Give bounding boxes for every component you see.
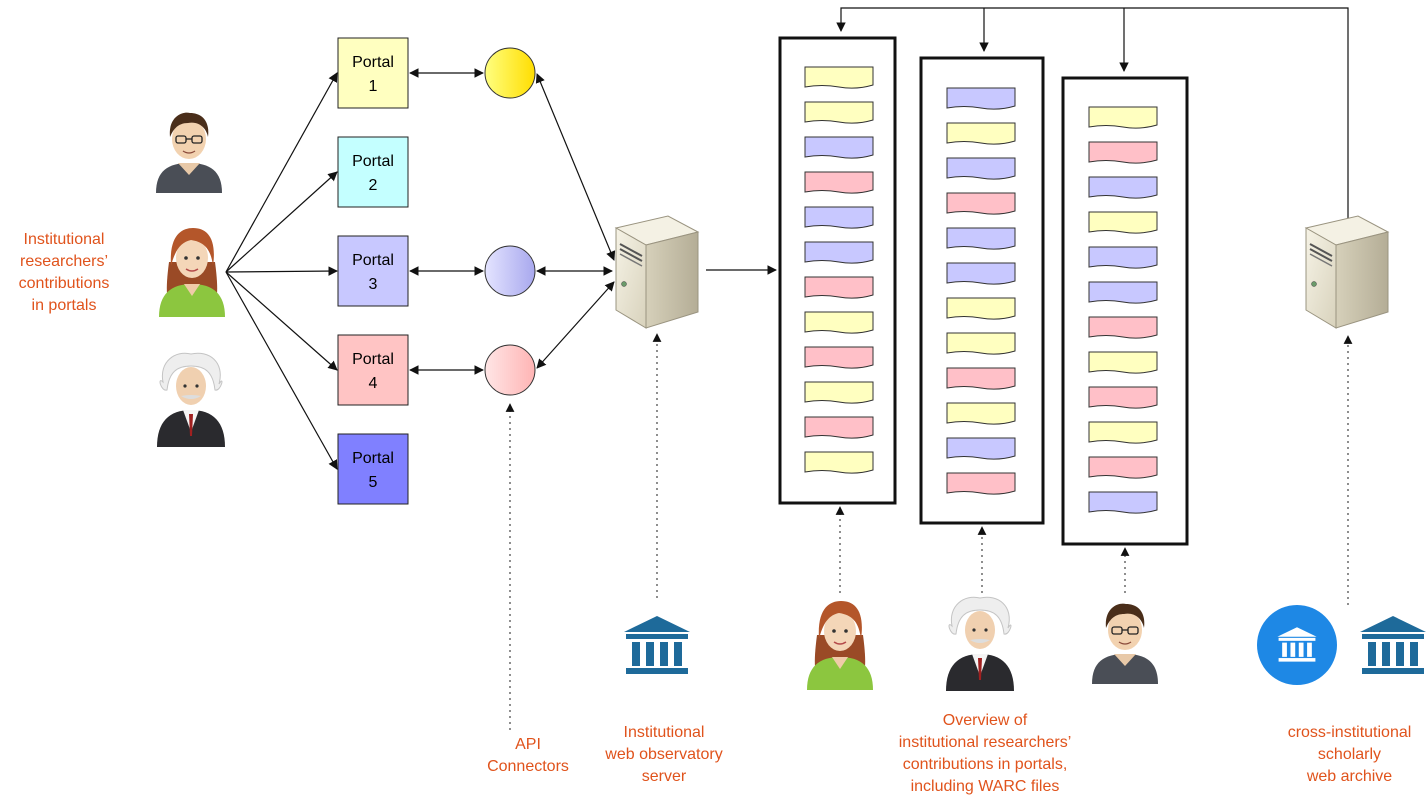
api-connector-3	[484, 245, 536, 297]
portal-2: Portal 2	[337, 136, 409, 208]
warc-record	[804, 381, 874, 404]
svg-text:Portal: Portal	[352, 351, 394, 368]
server-icon	[615, 215, 699, 329]
warc-record	[804, 346, 874, 369]
warc-record	[804, 206, 874, 229]
warc-record	[1088, 106, 1158, 129]
person-icon	[155, 111, 223, 194]
warc-record	[804, 241, 874, 264]
portal-4: Portal 4	[337, 334, 409, 406]
person-icon	[1091, 602, 1159, 685]
warc-record	[946, 87, 1016, 110]
warc-record	[1088, 491, 1158, 514]
portal-1: Portal 1	[337, 37, 409, 109]
warc-record	[946, 332, 1016, 355]
server-icon	[1305, 215, 1389, 329]
warc-record	[1088, 281, 1158, 304]
warc-record	[804, 451, 874, 474]
person-icon	[156, 352, 226, 448]
warc-record	[1088, 351, 1158, 374]
warc-record	[804, 311, 874, 334]
warc-record	[1088, 316, 1158, 339]
person-icon	[158, 227, 226, 318]
warc-record	[1088, 386, 1158, 409]
svg-text:2: 2	[369, 177, 378, 194]
svg-text:Portal: Portal	[352, 450, 394, 467]
warc-record	[1088, 456, 1158, 479]
distribution-arrows	[836, 7, 1353, 231]
warc-record	[946, 122, 1016, 145]
warc-record	[804, 136, 874, 159]
warc-record	[946, 437, 1016, 460]
warc-record	[804, 101, 874, 124]
warc-record	[1088, 176, 1158, 199]
portal-connector-arrows	[409, 68, 484, 375]
warc-record	[946, 262, 1016, 285]
warc-record	[946, 402, 1016, 425]
portal-5: Portal 5	[337, 433, 409, 505]
svg-text:Portal: Portal	[352, 54, 394, 71]
archive-label: cross-institutional scholarly web archiv…	[1287, 724, 1412, 785]
overview-label: Overview of institutional researchers’ c…	[898, 712, 1072, 795]
pointer-arrows	[505, 333, 1353, 730]
svg-text:Portal: Portal	[352, 153, 394, 170]
warc-record	[946, 227, 1016, 250]
researchers-label: Institutional researchers’ contributions…	[18, 231, 110, 314]
svg-text:1: 1	[369, 78, 378, 95]
warc-record	[946, 192, 1016, 215]
warc-record	[804, 276, 874, 299]
server-label: Institutional web observatory server	[605, 724, 723, 785]
connector-server-arrows	[535, 73, 616, 369]
svg-text:5: 5	[369, 474, 378, 491]
api-connectors-label: API Connectors	[487, 736, 569, 775]
portal-3: Portal 3	[337, 235, 409, 307]
warc-record	[946, 157, 1016, 180]
institution-icon	[1360, 616, 1426, 674]
warc-record	[1088, 211, 1158, 234]
warc-record	[804, 171, 874, 194]
api-connector-4	[484, 344, 536, 396]
warc-record	[1088, 246, 1158, 269]
person-icon	[945, 596, 1015, 692]
institution-icon	[624, 616, 690, 674]
api-connector-1	[484, 47, 536, 99]
warc-record	[1088, 421, 1158, 444]
person-icon	[806, 600, 874, 691]
warc-record	[1088, 141, 1158, 164]
warc-record	[804, 66, 874, 89]
warc-record	[804, 416, 874, 439]
warc-record	[946, 367, 1016, 390]
archive-badge-icon	[1257, 605, 1337, 685]
warc-record	[946, 297, 1016, 320]
svg-text:3: 3	[369, 276, 378, 293]
svg-text:Portal: Portal	[352, 252, 394, 269]
warc-record	[946, 472, 1016, 495]
svg-text:4: 4	[369, 375, 378, 392]
fan-out-arrows	[225, 72, 338, 470]
